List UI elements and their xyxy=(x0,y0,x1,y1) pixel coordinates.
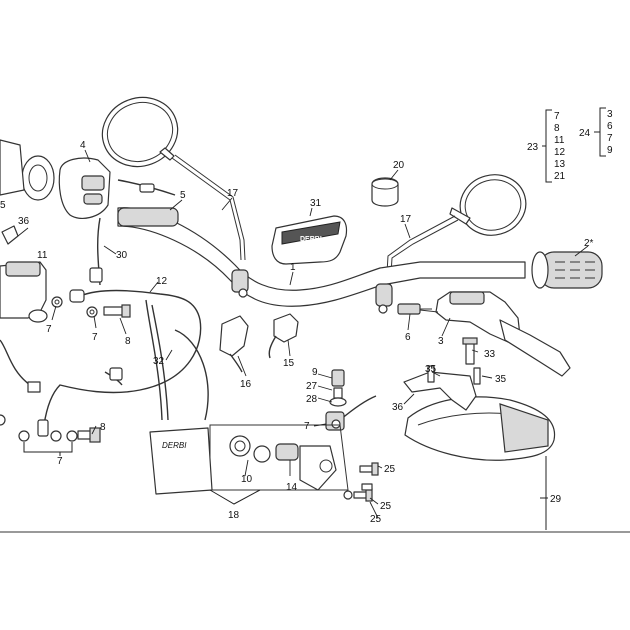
front-brake-master-cylinder xyxy=(419,291,571,377)
callout-18: 18 xyxy=(228,510,240,521)
left-disc-part xyxy=(0,139,55,201)
callout-17a: 17 xyxy=(227,188,239,199)
callout-20: 20 xyxy=(393,160,405,171)
left-clip-36 xyxy=(1,225,19,245)
callout-33: 33 xyxy=(484,349,496,360)
bolt-33 xyxy=(462,337,478,365)
repair-kit-box xyxy=(209,424,349,491)
callout-25a: 25 xyxy=(384,464,396,475)
kit23-item: 21 xyxy=(554,171,566,182)
cables xyxy=(0,217,209,421)
callout-5b: 5 xyxy=(0,200,6,211)
callout-3: 3 xyxy=(438,336,444,347)
hand-guard-bracket xyxy=(403,365,481,411)
callout-11: 11 xyxy=(37,250,48,261)
callout-7a: 7 xyxy=(46,324,52,335)
kit24-item: 9 xyxy=(607,145,613,156)
kit23-item: 11 xyxy=(554,135,565,146)
callout-29: 29 xyxy=(550,494,562,505)
callout-7d: 7 xyxy=(57,456,63,467)
callout-12: 12 xyxy=(156,276,168,287)
switch-15 xyxy=(268,313,299,359)
hand-guard xyxy=(404,396,556,461)
callout-30: 30 xyxy=(116,250,128,261)
kit24-item: 6 xyxy=(607,121,613,132)
kit23-item: 8 xyxy=(554,123,560,134)
bag-logo: DERBI xyxy=(162,441,187,450)
callout-24: 24 xyxy=(579,128,591,139)
callout-25c: 25 xyxy=(370,514,382,525)
callout-32: 32 xyxy=(153,356,165,367)
callout-28: 28 xyxy=(306,394,318,405)
parts-bag: DERBI xyxy=(149,427,213,495)
throttle-cable xyxy=(117,179,176,196)
screws-25 xyxy=(343,462,379,502)
callout-10: 10 xyxy=(241,474,253,485)
kit24-item: 7 xyxy=(607,133,613,144)
callout-15: 15 xyxy=(283,358,295,369)
callout-6: 6 xyxy=(405,332,411,343)
clutch-hose xyxy=(37,289,202,437)
switch-16 xyxy=(219,315,249,373)
washers-and-bolts xyxy=(0,296,131,443)
callout-17b: 17 xyxy=(400,214,412,225)
kit-23-list: 7 8 11 12 13 21 xyxy=(554,111,566,182)
callout-36b: 36 xyxy=(18,216,30,227)
left-switch-housing xyxy=(58,157,111,219)
callout-23: 23 xyxy=(527,142,539,153)
callout-1: 1 xyxy=(290,262,296,273)
callout-7c: 7 xyxy=(304,421,310,432)
left-mirror xyxy=(101,96,246,261)
callout-27: 27 xyxy=(306,381,318,392)
banjo-assembly xyxy=(325,369,377,431)
callout-35b: 35 xyxy=(495,374,507,385)
handlebar xyxy=(117,207,526,307)
callout-9: 9 xyxy=(312,367,318,378)
right-grip xyxy=(531,251,603,289)
callout-7b: 7 xyxy=(92,332,98,343)
clutch-master-cylinder xyxy=(0,261,48,323)
callout-36a: 36 xyxy=(392,402,404,413)
callout-31: 31 xyxy=(310,198,322,209)
brake-switch xyxy=(397,303,432,315)
cable-clip xyxy=(371,177,399,207)
callout-5a: 5 xyxy=(180,190,186,201)
callout-14: 14 xyxy=(286,482,298,493)
handlebar-pad: DERBI xyxy=(271,215,348,265)
kit23-item: 7 xyxy=(554,111,560,122)
callout-35a: 35 xyxy=(425,364,437,375)
leader-lines xyxy=(17,107,606,530)
callout-8a: 8 xyxy=(125,336,131,347)
kit-24-list: 3 6 7 9 xyxy=(607,109,613,156)
kit23-item: 12 xyxy=(554,147,566,158)
kit24-item: 3 xyxy=(607,109,613,120)
handlebar-clamps xyxy=(231,269,393,314)
callout-16: 16 xyxy=(240,379,252,390)
callout-8b: 8 xyxy=(100,422,106,433)
callout-25b: 25 xyxy=(380,501,392,512)
callout-2: 2* xyxy=(584,238,594,249)
pad-logo: DERBI xyxy=(300,236,322,243)
callout-4: 4 xyxy=(80,140,86,151)
callouts: 4 5 5 17 17 31 20 1 2* 3 6 33 35 35 36 3… xyxy=(0,128,594,525)
kit23-item: 13 xyxy=(554,159,566,170)
